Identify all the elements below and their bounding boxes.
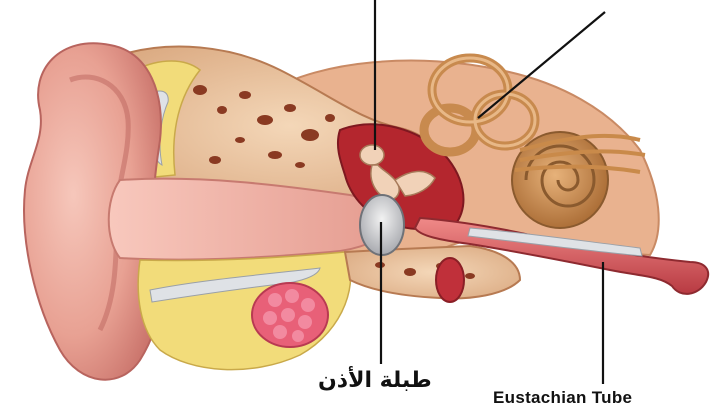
parotid-gland xyxy=(252,283,328,347)
eardrum-label: طبلة الأذن xyxy=(318,368,432,393)
blood-vessel xyxy=(436,258,464,302)
temporal-bone-lower xyxy=(345,246,520,298)
eustachian-tube-label: Eustachian Tube xyxy=(493,388,632,408)
